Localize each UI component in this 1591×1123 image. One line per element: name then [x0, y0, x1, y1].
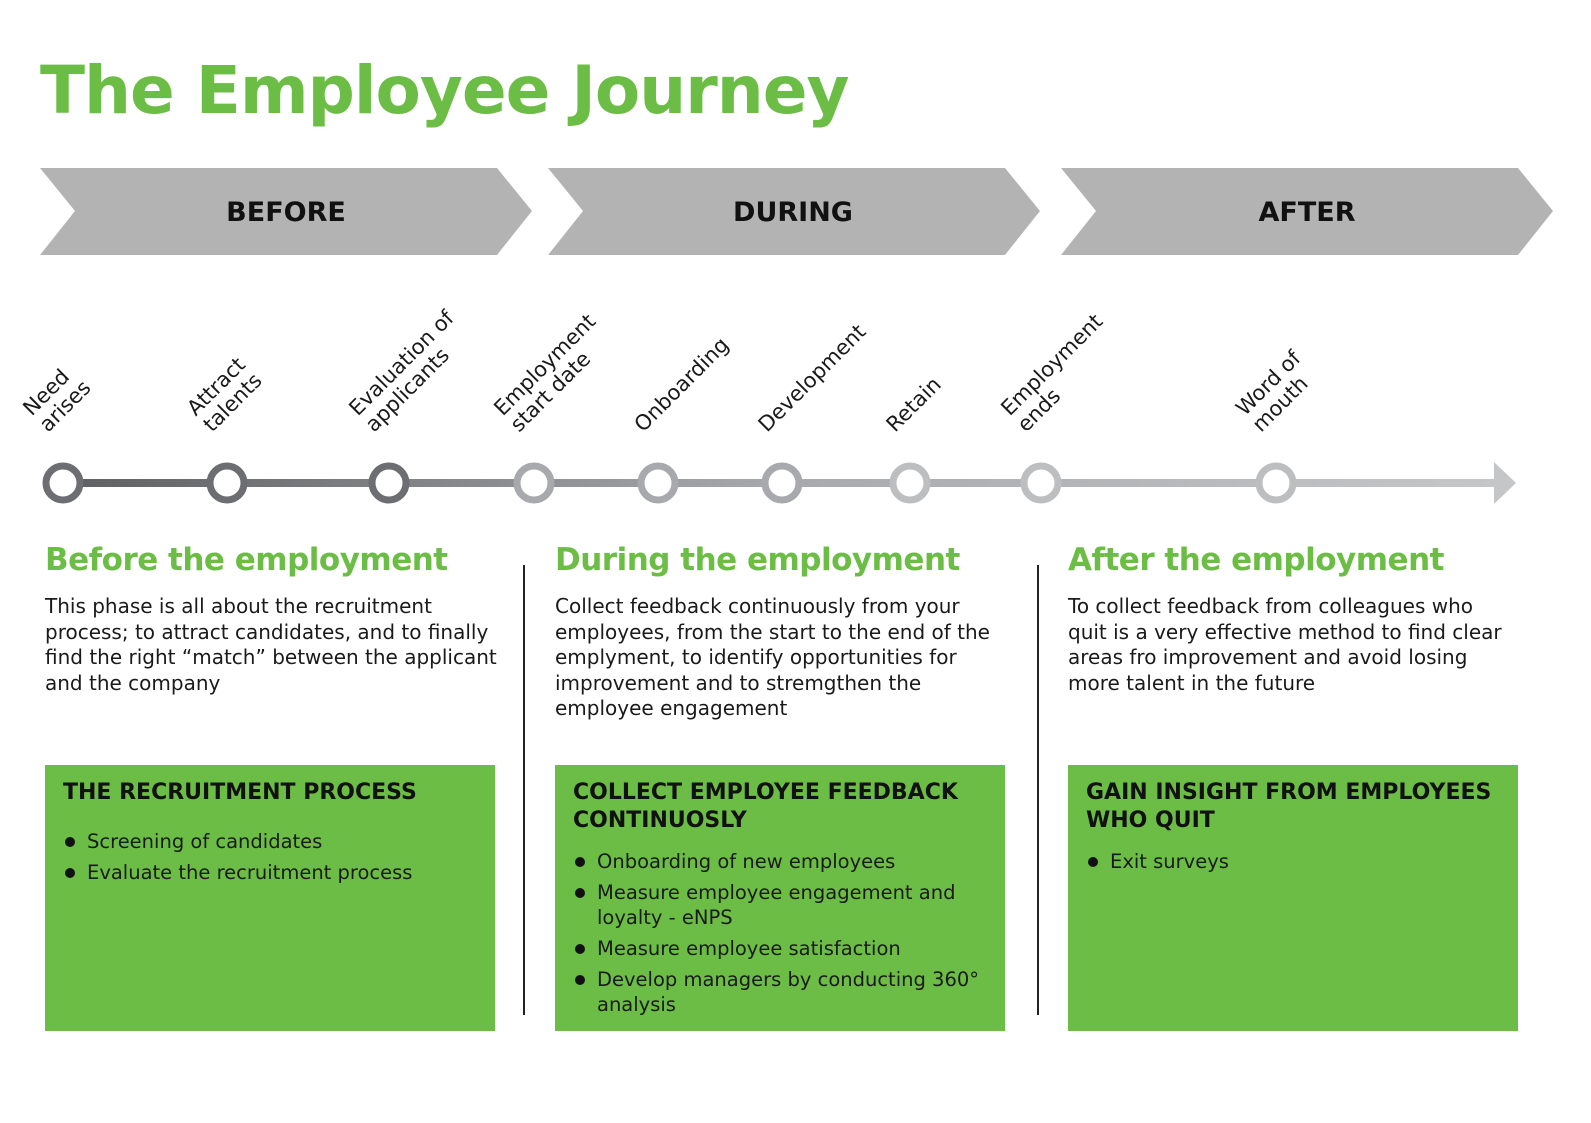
box-exit-insight: GAIN INSIGHT FROM EMPLOYEES WHO QUIT Exi… — [1068, 765, 1518, 1031]
box-list: Onboarding of new employees Measure empl… — [573, 849, 987, 1017]
milestone-label: Onboarding — [630, 333, 734, 437]
bullet-icon — [65, 837, 75, 847]
bullet-icon — [1088, 857, 1098, 867]
box-recruitment-process: THE RECRUITMENT PROCESS Screening of can… — [45, 765, 495, 1031]
phase-arrow-before — [40, 168, 532, 255]
milestone-node — [637, 462, 679, 504]
milestone-node — [206, 462, 248, 504]
bullet-icon — [575, 944, 585, 954]
description-after: To collect feedback from colleagues who … — [1068, 594, 1502, 695]
milestone-node — [42, 462, 84, 504]
box-title: COLLECT EMPLOYEE FEEDBACK CONTINUOSLY — [573, 780, 958, 833]
phase-label-before: BEFORE — [226, 197, 346, 228]
phase-label-during: DURING — [733, 197, 853, 228]
milestone-node — [513, 462, 555, 504]
list-item: Evaluate the recruitment process — [63, 860, 477, 885]
box-title: THE RECRUITMENT PROCESS — [63, 780, 417, 805]
phase-arrow-during — [548, 168, 1040, 255]
list-item: Screening of candidates — [63, 829, 477, 854]
box-list: Exit surveys — [1086, 849, 1500, 874]
timeline-arrowhead — [1494, 462, 1516, 504]
phase-label-after: AFTER — [1259, 197, 1356, 228]
column-divider — [523, 565, 525, 1015]
heading-after: After the employment — [1068, 542, 1444, 578]
milestone-label-line: Retain — [882, 372, 946, 436]
milestone-label: Development — [754, 320, 871, 437]
phase-arrows: BEFORE DURING AFTER — [40, 168, 1553, 255]
bullet-icon — [65, 868, 75, 878]
list-item: Measure employee engagement and loyalty … — [573, 880, 987, 930]
milestone-node — [889, 462, 931, 504]
list-item: Measure employee satisfaction — [573, 936, 987, 961]
milestone-node — [1255, 462, 1297, 504]
box-list: Screening of candidates Evaluate the rec… — [63, 829, 477, 885]
milestone-node — [1020, 462, 1062, 504]
column-divider — [1037, 565, 1039, 1015]
box-title: GAIN INSIGHT FROM EMPLOYEES WHO QUIT — [1086, 780, 1492, 833]
list-item: Develop managers by conducting 360° anal… — [573, 967, 987, 1017]
milestone-label: Retain — [882, 372, 946, 436]
page-title: The Employee Journey — [40, 52, 850, 129]
box-collect-feedback: COLLECT EMPLOYEE FEEDBACK CONTINUOSLY On… — [555, 765, 1005, 1031]
heading-during: During the employment — [555, 542, 960, 578]
milestone-label-line: Onboarding — [630, 333, 734, 437]
milestone-node — [761, 462, 803, 504]
bullet-icon — [575, 888, 585, 898]
description-before: This phase is all about the recruitment … — [45, 594, 497, 695]
milestone-label-line: Development — [754, 320, 871, 437]
list-item: Exit surveys — [1086, 849, 1500, 874]
milestone-node — [368, 462, 410, 504]
list-item: Onboarding of new employees — [573, 849, 987, 874]
phase-arrow-after — [1061, 168, 1553, 255]
bullet-icon — [575, 975, 585, 985]
heading-before: Before the employment — [45, 542, 448, 578]
description-during: Collect feedback continuously from your … — [555, 594, 990, 720]
bullet-icon — [575, 857, 585, 867]
